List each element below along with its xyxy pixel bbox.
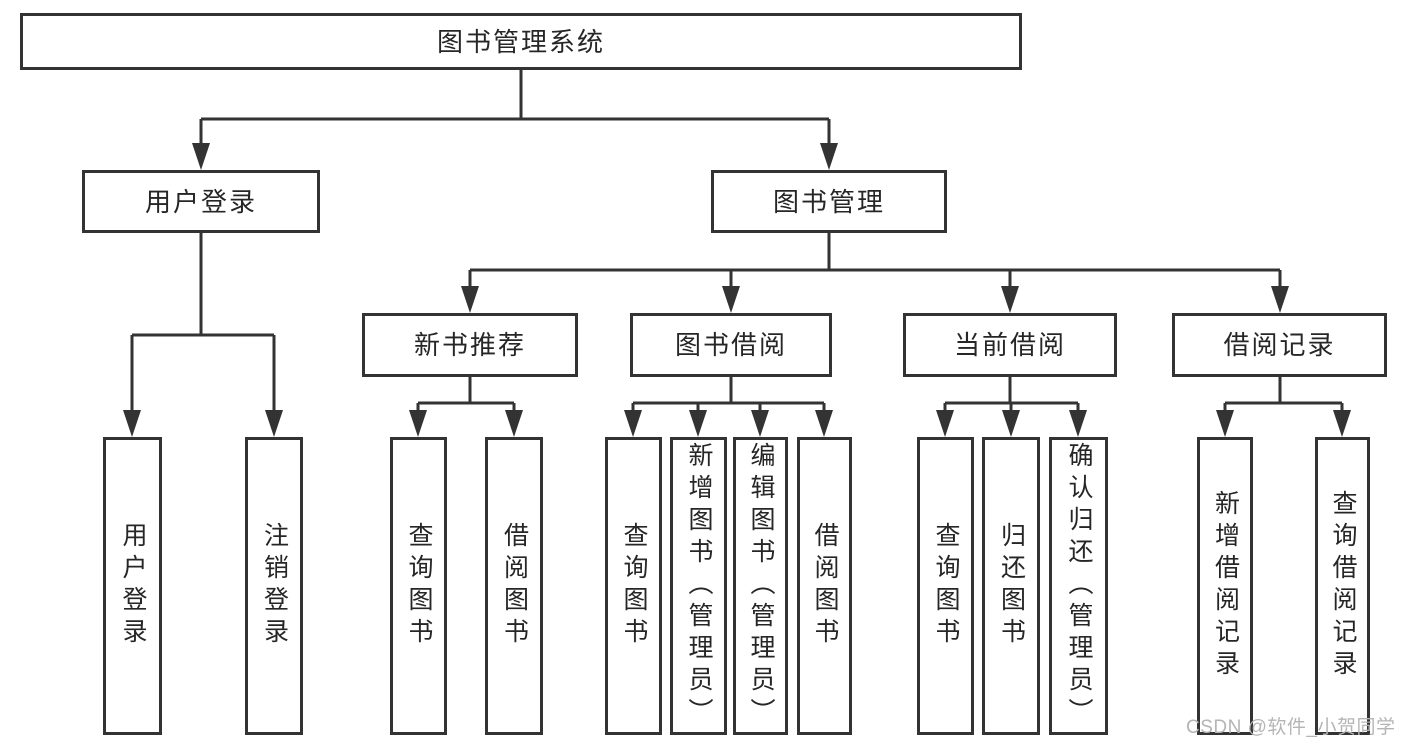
node-new-book-recommend: 新书推荐 [362, 313, 578, 377]
leaf-add-books-admin: 新增图书（管理员） [670, 437, 727, 735]
wire-current-borrow [943, 377, 1080, 413]
node-label: 注销登录 [260, 522, 289, 650]
arrowhead-icon [624, 410, 642, 437]
node-label: 借阅图书 [811, 522, 839, 650]
csdn-watermark: CSDN @软件_小贺同学 [1186, 717, 1396, 738]
wire-borrow-records [1223, 377, 1344, 413]
arrowhead-icon [820, 143, 838, 170]
node-label: 编辑图书（管理员） [747, 442, 775, 730]
wire-root [199, 70, 831, 146]
node-label: 当前借阅 [953, 330, 1066, 360]
node-label: 查询图书 [405, 522, 433, 650]
node-label: 借阅图书 [500, 522, 529, 650]
arrowhead-icon [936, 410, 954, 437]
node-library-system: 图书管理系统 [20, 13, 1022, 70]
arrowhead-icon [1069, 410, 1087, 437]
node-label: 借阅记录 [1223, 330, 1336, 360]
arrowhead-icon [722, 286, 740, 313]
arrowhead-icon [123, 410, 141, 437]
leaf-user-login: 用户登录 [103, 437, 162, 735]
wire-book-borrow [631, 377, 826, 413]
node-label: 查询图书 [620, 522, 648, 650]
leaf-confirm-return-admin: 确认归还（管理员） [1049, 437, 1108, 735]
node-label: 新书推荐 [413, 330, 526, 360]
node-label: 查询借阅记录 [1329, 490, 1357, 682]
arrowhead-icon [192, 143, 210, 170]
node-book-borrow: 图书借阅 [630, 313, 832, 377]
leaf-edit-books-admin: 编辑图书（管理员） [733, 437, 788, 735]
arrowhead-icon [1271, 286, 1289, 313]
node-label: 查询图书 [932, 522, 960, 650]
leaf-add-borrow-record: 新增借阅记录 [1197, 437, 1253, 735]
node-user-login: 用户登录 [82, 170, 320, 233]
wire-user-login [130, 233, 276, 413]
node-label: 用户登录 [144, 186, 257, 217]
node-label: 新增借阅记录 [1211, 490, 1240, 682]
arrowhead-icon [505, 410, 523, 437]
node-book-management: 图书管理 [711, 170, 947, 233]
leaf-logout: 注销登录 [245, 437, 303, 735]
leaf-return-books: 归还图书 [982, 437, 1040, 735]
node-borrow-records: 借阅记录 [1172, 313, 1387, 377]
leaf-query-books-current: 查询图书 [917, 437, 974, 735]
arrowhead-icon [461, 286, 479, 313]
node-label: 图书借阅 [674, 330, 787, 360]
arrowhead-icon [689, 410, 707, 437]
leaf-query-books-borrow: 查询图书 [605, 437, 662, 735]
leaf-borrow-books: 借阅图书 [797, 437, 852, 735]
leaf-query-books-recommend: 查询图书 [390, 437, 447, 735]
node-current-borrow: 当前借阅 [903, 313, 1117, 377]
arrowhead-icon [1216, 410, 1234, 437]
arrowhead-icon [1002, 410, 1020, 437]
wire-new-book [416, 377, 516, 413]
arrowhead-icon [751, 410, 769, 437]
wire-book-management [468, 233, 1282, 289]
node-label: 新增图书（管理员） [685, 442, 713, 730]
node-label: 图书管理系统 [436, 26, 605, 57]
node-label: 用户登录 [119, 522, 147, 650]
arrowhead-icon [1333, 410, 1351, 437]
arrowhead-icon [409, 410, 427, 437]
leaf-query-borrow-record: 查询借阅记录 [1315, 437, 1370, 735]
node-label: 归还图书 [997, 522, 1026, 650]
node-label: 图书管理 [772, 186, 885, 217]
arrowhead-icon [1001, 286, 1019, 313]
node-label: 确认归还（管理员） [1065, 442, 1093, 730]
arrowhead-icon [265, 410, 283, 437]
leaf-borrow-books-recommend: 借阅图书 [485, 437, 543, 735]
arrowhead-icon [815, 410, 833, 437]
